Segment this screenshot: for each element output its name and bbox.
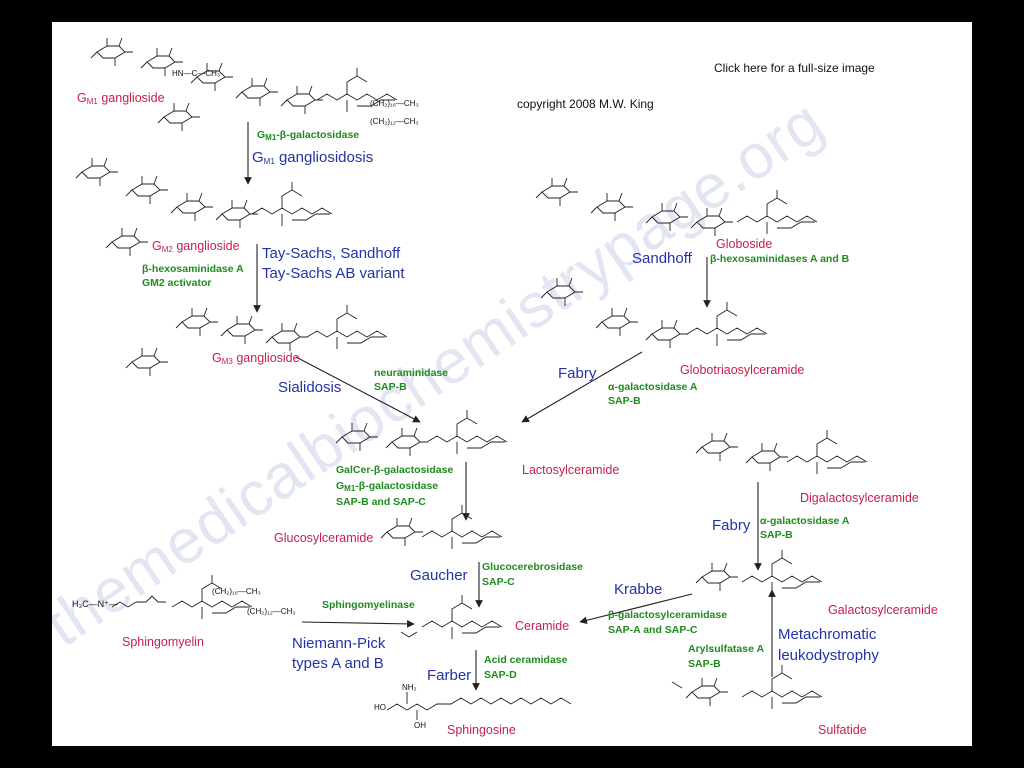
gm2-activator-label: GM2 activator — [142, 277, 212, 289]
pathway-diagram: themedicalbiochemistrypage.org — [52, 22, 972, 746]
sap-b-label-3: SAP-B — [760, 529, 793, 541]
copyright-text: copyright 2008 M.W. King — [517, 97, 654, 111]
gm1-galactosidase-label-2: GM1-β-galactosidase — [336, 480, 439, 493]
ceramide-structure — [400, 594, 503, 640]
gm3-ganglioside-label: GM3 ganglioside — [212, 351, 300, 366]
gm1-gangliosidosis-label: GM1 gangliosidosis — [252, 149, 374, 166]
sphingomyelin-acyl-chain-label: (CH₂)₁₆—CH₃ — [212, 587, 261, 596]
sap-c-label: SAP-C — [482, 576, 515, 588]
lactosylceramide-structure — [335, 409, 508, 457]
globotriaosylceramide-structure — [540, 277, 768, 349]
gm2-ganglioside-label: GM2 ganglioside — [152, 239, 240, 254]
structures-and-arrows — [75, 37, 868, 720]
sphingosine-amine-label: NH₂ — [402, 683, 417, 692]
glucosylceramide-label: Glucosylceramide — [274, 531, 374, 545]
sphingosine-hydroxyl-label: HO — [374, 703, 386, 712]
sulfatide-structure — [671, 664, 823, 710]
gm1-structure — [90, 37, 398, 132]
gm1-galactosidase-label: GM1-β-galactosidase — [257, 129, 360, 142]
lactosylceramide-label: Lactosylceramide — [522, 463, 620, 477]
arylsulfatase-label: Arylsulfatase A — [688, 643, 765, 655]
galactosylceramidase-label: β-galactosylceramidase — [608, 609, 728, 621]
sphingosine-structure — [386, 692, 572, 720]
fabry-label-2: Fabry — [712, 517, 751, 534]
gaucher-label: Gaucher — [410, 567, 468, 584]
galcer-galactosidase-label: GalCer-β-galactosidase — [336, 464, 454, 476]
choline-label: H₃C—N⁺— — [72, 599, 118, 609]
farber-label: Farber — [427, 667, 472, 684]
sphingosine-label: Sphingosine — [447, 723, 516, 737]
leukodystrophy-label: leukodystrophy — [778, 647, 879, 664]
sap-b-label-1: SAP-B — [374, 381, 407, 393]
sphingosine-oh-label: OH — [414, 721, 426, 730]
niemann-pick-types-label: types A and B — [292, 655, 384, 672]
alpha-galactosidase-label-2: α-galactosidase A — [760, 515, 850, 527]
sap-b-label-4: SAP-B — [688, 658, 721, 670]
gm1-acetyl-label: HN—C—CH₃ — [172, 69, 221, 78]
glucosylceramide-structure — [380, 504, 503, 550]
fabry-label-1: Fabry — [558, 365, 597, 382]
hexosaminidases-ab-label: β-hexosaminidases A and B — [710, 253, 850, 265]
digalactosylceramide-structure — [695, 429, 868, 475]
sphingomyelinase-label: Sphingomyelinase — [322, 599, 415, 611]
globoside-structure — [535, 177, 818, 237]
neuraminidase-label: neuraminidase — [374, 367, 449, 379]
alpha-galactosidase-label-1: α-galactosidase A — [608, 381, 698, 393]
sap-b-and-sap-c-label: SAP-B and SAP-C — [336, 496, 426, 508]
glucocerebrosidase-label: Glucocerebrosidase — [482, 561, 583, 573]
sulfatide-label: Sulfatide — [818, 723, 867, 737]
gm1-sphingoid-chain-label: (CH₂)₁₂—CH₃ — [370, 117, 419, 126]
sandhoff-label: Sandhoff — [632, 250, 692, 267]
galactosylceramide-structure — [695, 549, 823, 595]
sphingomyelin-sphingoid-chain-label: (CH₂)₁₂—CH₃ — [247, 607, 296, 616]
full-size-link[interactable]: Click here for a full-size image — [714, 61, 875, 75]
metachromatic-label: Metachromatic — [778, 626, 877, 643]
hexosaminidase-a-label: β-hexosaminidase A — [142, 263, 244, 275]
krabbe-label: Krabbe — [614, 581, 663, 598]
sap-d-label: SAP-D — [484, 669, 517, 681]
digalactosylceramide-label: Digalactosylceramide — [800, 491, 919, 505]
sphingomyelin-structure — [111, 574, 253, 620]
niemann-pick-label: Niemann-Pick — [292, 635, 386, 652]
sap-a-and-sap-c-label: SAP-A and SAP-C — [608, 624, 698, 636]
gm1-acyl-chain-label: (CH₂)₁₆—CH₃ — [370, 99, 419, 108]
ceramide-label: Ceramide — [515, 619, 570, 633]
tay-sachs-sandhoff-label: Tay-Sachs, Sandhoff — [262, 245, 401, 262]
tay-sachs-ab-variant-label: Tay-Sachs AB variant — [262, 265, 405, 282]
acid-ceramidase-label: Acid ceramidase — [484, 654, 568, 666]
sap-b-label-2: SAP-B — [608, 395, 641, 407]
galactosylceramide-label: Galactosylceramide — [828, 603, 938, 617]
sialidosis-label: Sialidosis — [278, 379, 342, 396]
gm1-ganglioside-label: GM1 ganglioside — [77, 91, 165, 106]
globoside-label: Globoside — [716, 237, 773, 251]
globotriaosylceramide-label: Globotriaosylceramide — [680, 363, 805, 377]
sphingomyelin-label: Sphingomyelin — [122, 635, 204, 649]
